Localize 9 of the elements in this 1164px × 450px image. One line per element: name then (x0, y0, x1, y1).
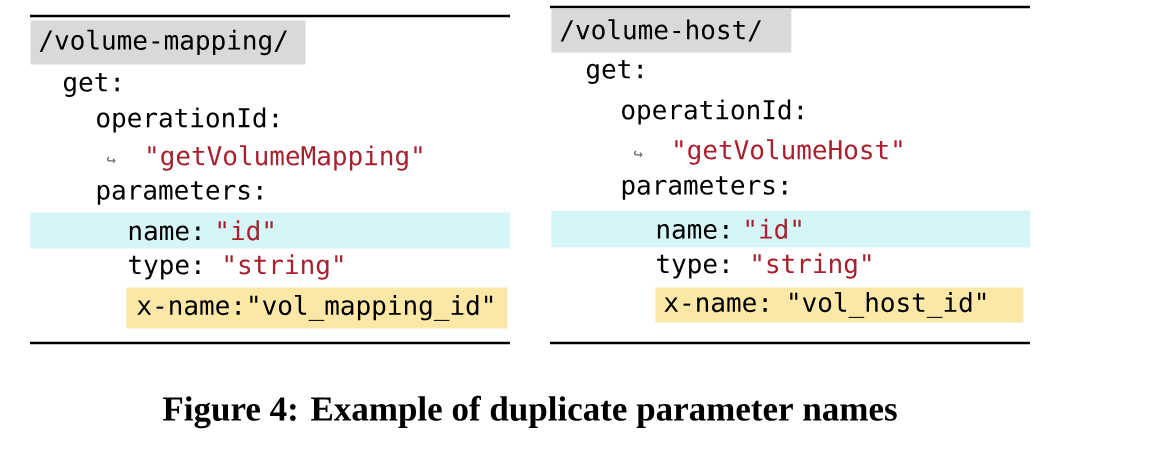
code-line: operationId: (622, 99, 802, 125)
code-line: ↪ "getVolumeHost" (633, 139, 902, 165)
code-line: operationId: (97, 107, 277, 133)
figure-caption: Figure 4: Example of duplicate parameter names (163, 395, 897, 429)
code-line: type: "string" (129, 254, 343, 280)
path-header: /volume-mapping/ (30, 20, 306, 65)
path-header: /volume-host/ (551, 8, 792, 53)
code-line: ↪ "getVolumeMapping" (106, 145, 422, 171)
code-line: type: "string" (657, 253, 871, 279)
